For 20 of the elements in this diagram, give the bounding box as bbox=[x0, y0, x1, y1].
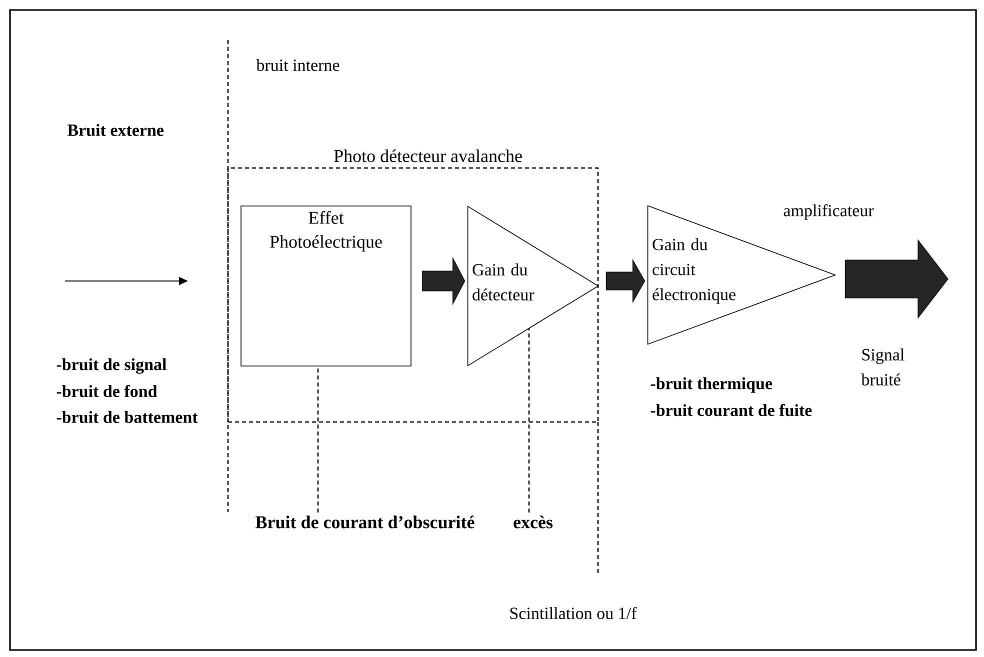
text-label: -bruit courant de fuite bbox=[650, 404, 812, 416]
text-label: bruit interne bbox=[256, 59, 340, 71]
triangle-block: Gain du détecteur bbox=[467, 206, 599, 366]
process-box: Effet Photoélectrique bbox=[240, 206, 412, 366]
leader-line bbox=[317, 366, 319, 512]
text-label: amplificateur bbox=[784, 204, 874, 220]
text-label: -bruit de signal bbox=[56, 358, 166, 374]
text-label: Scintillation ou 1/f bbox=[510, 606, 637, 620]
block-arrow bbox=[606, 258, 646, 304]
leader-line bbox=[528, 328, 530, 512]
block-arrow bbox=[844, 239, 948, 319]
text-label: -bruit de battement bbox=[56, 411, 198, 423]
noise-label: Bruit de courant d’obscurité bbox=[256, 516, 474, 528]
text-label: -bruit thermique bbox=[650, 377, 772, 393]
block-arrow bbox=[422, 256, 466, 306]
text-label: -bruit de fond bbox=[56, 384, 158, 398]
text-label: Bruit externe bbox=[68, 124, 164, 136]
noise-label: excès bbox=[514, 516, 553, 528]
text-label: Signal bruité bbox=[861, 348, 904, 386]
node-label: Photo détecteur avalanche bbox=[334, 149, 522, 162]
